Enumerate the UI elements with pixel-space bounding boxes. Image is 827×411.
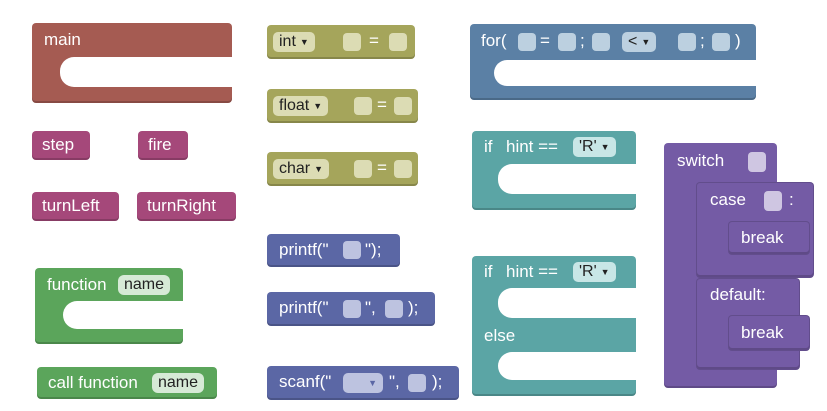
if-label: if [484, 137, 493, 156]
default-label: default: [710, 285, 766, 304]
char-value-slot[interactable] [394, 160, 412, 178]
if-hint-label: hint == [506, 137, 558, 156]
break-block-2[interactable]: break [728, 315, 810, 351]
char-declaration-block[interactable]: char▼ = [267, 152, 418, 186]
break-block-1[interactable]: break [728, 221, 810, 255]
printf-start-label: printf(" [279, 240, 329, 259]
for-step-slot[interactable] [712, 33, 730, 51]
float-type-label: float [279, 97, 310, 115]
dropdown-arrow-icon: ▼ [368, 378, 377, 388]
for-loop-block[interactable]: for( = ; <▼ ; ) [470, 24, 756, 100]
case-label: case [710, 190, 746, 209]
scanf-mid-label: ", [389, 372, 400, 391]
float-value-slot[interactable] [394, 97, 412, 115]
turn-left-block[interactable]: turnLeft [32, 192, 119, 221]
for-init-var-slot[interactable] [518, 33, 536, 51]
float-name-slot[interactable] [354, 97, 372, 115]
function-label: function [47, 275, 107, 294]
main-label: main [44, 30, 81, 49]
for-operator-dropdown[interactable]: <▼ [622, 32, 657, 53]
for-cond-left-slot[interactable] [592, 33, 610, 51]
fire-block[interactable]: fire [138, 131, 188, 160]
break-label-2: break [741, 323, 784, 342]
printf-args-value-slot[interactable] [385, 300, 403, 318]
if-else-else-slot[interactable] [498, 352, 636, 380]
dropdown-arrow-icon: ▼ [641, 37, 651, 47]
for-end-label: ) [735, 31, 741, 50]
turn-right-label: turnRight [147, 196, 216, 215]
fire-label: fire [148, 135, 172, 154]
printf-args-start-label: printf(" [279, 298, 329, 317]
printf-end-label: "); [365, 240, 382, 259]
step-label: step [42, 135, 75, 154]
for-equals-label: = [540, 31, 550, 50]
if-else-value-dropdown[interactable]: 'R'▼ [573, 262, 616, 283]
turn-left-label: turnLeft [42, 196, 100, 215]
printf-args-end-label: ); [408, 298, 419, 317]
printf-block[interactable]: printf(" "); [267, 234, 400, 267]
function-block[interactable]: function name [35, 268, 183, 344]
float-declaration-block[interactable]: float▼ = [267, 89, 418, 123]
int-type-dropdown[interactable]: int▼ [273, 32, 315, 53]
int-value-slot[interactable] [389, 33, 407, 51]
char-type-dropdown[interactable]: char▼ [273, 159, 330, 180]
switch-value-slot[interactable] [748, 152, 766, 172]
function-statement-slot[interactable] [63, 301, 183, 329]
for-semicolon-1: ; [580, 31, 585, 50]
printf-args-mid-label: ", [365, 298, 376, 317]
int-type-label: int [279, 33, 296, 51]
if-else-block[interactable]: if hint == 'R'▼ else [472, 256, 636, 396]
if-value-dropdown[interactable]: 'R'▼ [573, 137, 616, 158]
printf-format-slot[interactable] [343, 241, 361, 259]
int-declaration-block[interactable]: int▼ = [267, 25, 415, 59]
step-block[interactable]: step [32, 131, 90, 160]
if-block[interactable]: if hint == 'R'▼ [472, 131, 636, 210]
else-label: else [484, 326, 516, 345]
int-equals-label: = [369, 31, 379, 50]
printf-args-block[interactable]: printf(" ", ); [267, 292, 435, 326]
call-function-name-field[interactable]: name [152, 373, 205, 393]
main-block[interactable]: main [32, 23, 232, 103]
int-name-slot[interactable] [343, 33, 361, 51]
scanf-variable-slot[interactable] [408, 374, 426, 392]
switch-label: switch [677, 151, 725, 170]
printf-args-format-slot[interactable] [343, 300, 361, 318]
for-cond-right-slot[interactable] [678, 33, 696, 51]
dropdown-arrow-icon: ▼ [600, 267, 610, 277]
call-function-block[interactable]: call function name [37, 367, 217, 399]
if-else-hint-label: hint == [506, 262, 558, 281]
for-operator-label: < [628, 33, 638, 51]
float-type-dropdown[interactable]: float▼ [273, 96, 329, 117]
scanf-format-dropdown[interactable]: ▼ [343, 373, 383, 393]
dropdown-arrow-icon: ▼ [299, 37, 309, 47]
call-function-label: call function [48, 373, 138, 392]
scanf-end-label: ); [432, 372, 443, 391]
for-body-slot[interactable] [494, 60, 756, 86]
char-type-label: char [279, 160, 311, 178]
if-else-then-slot[interactable] [498, 288, 636, 318]
for-init-value-slot[interactable] [558, 33, 576, 51]
scanf-start-label: scanf(" [279, 372, 332, 391]
main-statement-slot[interactable] [60, 57, 232, 87]
if-else-value-label: 'R' [579, 263, 597, 281]
function-name-field[interactable]: name [118, 275, 171, 295]
for-start-label: for( [481, 31, 507, 50]
case-colon-label: : [789, 190, 794, 209]
char-name-slot[interactable] [354, 160, 372, 178]
dropdown-arrow-icon: ▼ [313, 101, 323, 111]
if-else-if-label: if [484, 262, 493, 281]
for-semicolon-2: ; [700, 31, 705, 50]
char-equals-label: = [377, 158, 387, 177]
dropdown-arrow-icon: ▼ [600, 142, 610, 152]
break-label-1: break [741, 228, 784, 247]
dropdown-arrow-icon: ▼ [314, 164, 324, 174]
if-value-label: 'R' [579, 138, 597, 156]
if-body-slot[interactable] [498, 164, 636, 194]
turn-right-block[interactable]: turnRight [137, 192, 236, 221]
scanf-block[interactable]: scanf(" ▼ ", ); [267, 366, 459, 400]
float-equals-label: = [377, 95, 387, 114]
case-value-slot[interactable] [764, 191, 782, 211]
